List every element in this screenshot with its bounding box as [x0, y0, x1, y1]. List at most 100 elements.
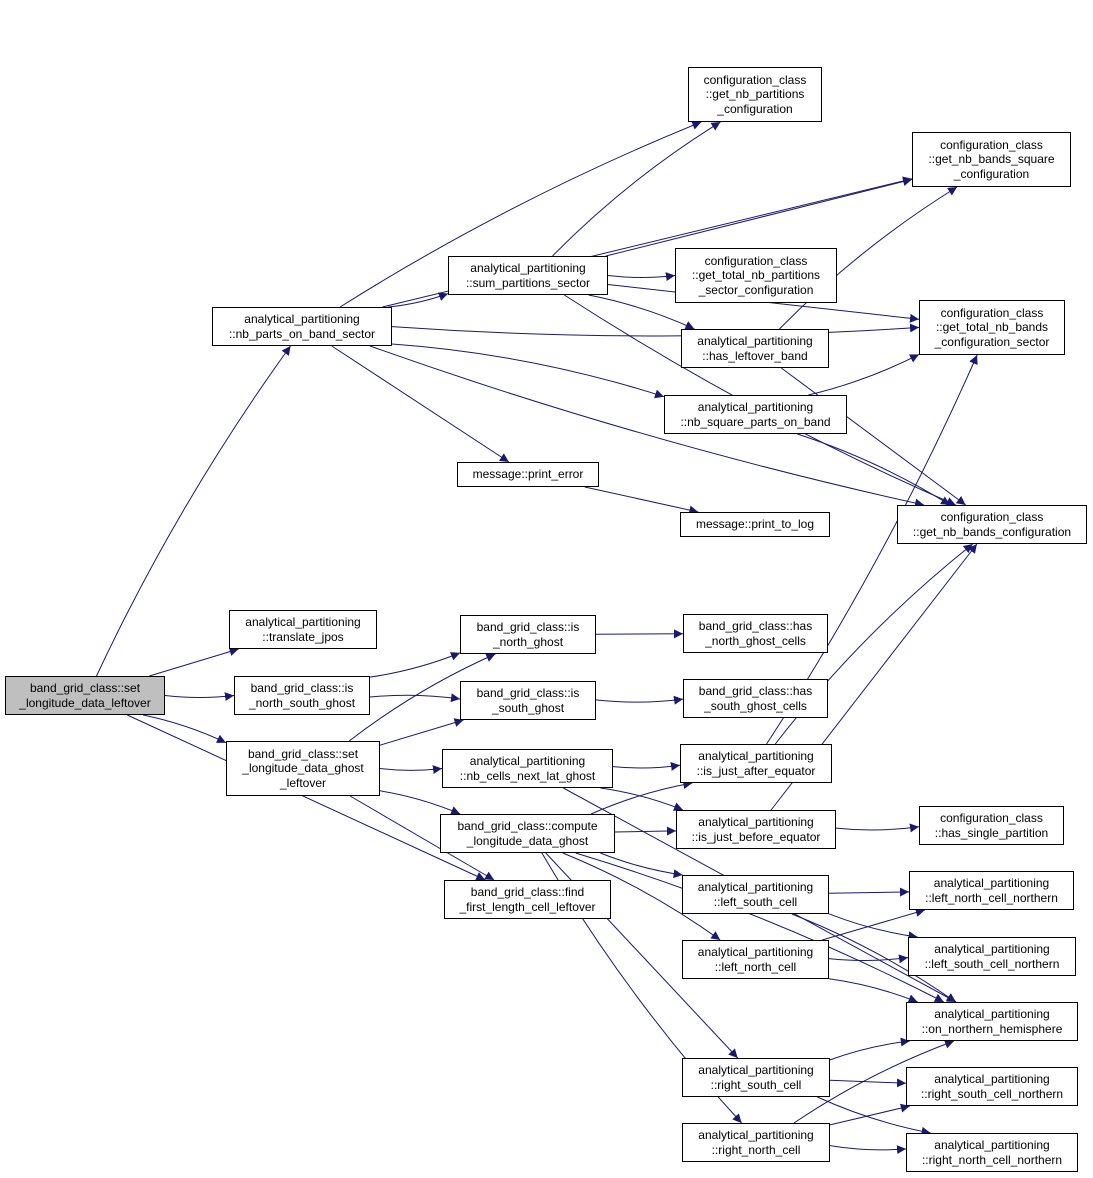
node-label-line: _configuration_sector: [934, 334, 1050, 349]
node-is-just-after-equator[interactable]: analytical_partitioning::is_just_after_e…: [680, 744, 832, 783]
node-get-total-nb-bands-configuration-sector[interactable]: configuration_class::get_total_nb_bands_…: [919, 300, 1065, 355]
node-get-nb-bands-square-configuration[interactable]: configuration_class::get_nb_bands_square…: [912, 132, 1071, 187]
node-label-line: _longitude_data_ghost: [242, 761, 364, 776]
node-label-line: ::right_south_cell: [710, 1077, 802, 1092]
edge-is_north_south_ghost-to-is_north_ghost: [369, 652, 461, 678]
edge-compute_longitude_data_ghost-to-is_just_after_equator: [590, 780, 693, 815]
edge-sum_partitions_sector-to-get_nb_partitions_configuration: [552, 121, 721, 257]
node-nb-parts-on-band-sector[interactable]: analytical_partitioning::nb_parts_on_ban…: [212, 307, 392, 346]
node-label-line: analytical_partitioning: [245, 615, 361, 629]
node-label-line: ::nb_cells_next_lat_ghost: [459, 768, 596, 783]
node-left-north-cell[interactable]: analytical_partitioning::left_north_cell: [682, 940, 829, 979]
node-label-line: analytical_partitioning: [697, 400, 814, 414]
edge-nb_parts_on_band_sector-to-sum_partitions_sector: [388, 292, 449, 308]
node-label-line: ::left_south_cell_northern: [924, 956, 1060, 971]
node-right-south-cell-northern[interactable]: analytical_partitioning::right_south_cel…: [906, 1067, 1078, 1106]
node-compute-longitude-data-ghost[interactable]: band_grid_class::compute_longitude_data_…: [440, 814, 615, 853]
node-translate-jpos[interactable]: analytical_partitioning::translate_jpos: [229, 610, 377, 649]
node-label-line: configuration_class: [940, 811, 1043, 825]
node-has-single-partition[interactable]: configuration_class::has_single_partitio…: [919, 806, 1064, 845]
edge-compute_longitude_data_ghost-to-on_northern_hemisphere: [575, 852, 945, 1003]
node-get-nb-partitions-configuration[interactable]: configuration_class::get_nb_partitions_c…: [688, 67, 822, 122]
node-label-line: _south_ghost: [491, 700, 565, 715]
node-label-line: analytical_partitioning: [698, 749, 814, 763]
node-label-line: ::get_nb_bands_configuration: [912, 524, 1072, 539]
node-label-line: _configuration: [953, 166, 1030, 181]
node-label-line: analytical_partitioning: [470, 261, 586, 275]
node-print-to-log[interactable]: message::print_to_log: [680, 512, 830, 537]
node-is-south-ghost[interactable]: band_grid_class::is_south_ghost: [460, 681, 596, 720]
edge-set_longitude_data_ghost_leftover-to-find_first_length_cell_leftover: [349, 795, 495, 881]
node-label-line: analytical_partitioning: [934, 1007, 1050, 1021]
node-left-north-cell-northern[interactable]: analytical_partitioning::left_north_cell…: [909, 871, 1074, 910]
node-label-line: _longitude_data_ghost: [466, 833, 589, 848]
node-sum-partitions-sector[interactable]: analytical_partitioning::sum_partitions_…: [448, 256, 608, 295]
node-label-line: ::get_total_nb_bands: [935, 320, 1049, 335]
node-label-line: _first_length_cell_leftover: [459, 899, 596, 914]
node-label-line: analytical_partitioning: [933, 876, 1050, 890]
node-label-line: ::is_just_before_equator: [691, 829, 821, 844]
node-set-longitude-data-ghost-leftover[interactable]: band_grid_class::set_longitude_data_ghos…: [226, 741, 380, 796]
node-right-north-cell-northern[interactable]: analytical_partitioning::right_north_cel…: [906, 1133, 1078, 1172]
node-label-line: _longitude_data_leftover: [19, 695, 151, 710]
edge-left_south_cell-to-left_south_cell_northern: [828, 913, 918, 941]
edge-root-to-nb_parts_on_band_sector: [96, 345, 291, 677]
edge-nb_square_parts_on_band-to-get_nb_bands_configuration: [797, 433, 951, 506]
node-label-line: analytical_partitioning: [697, 880, 814, 894]
node-label-line: ::get_nb_bands_square: [928, 152, 1055, 167]
node-label-line: band_grid_class::is: [476, 686, 580, 700]
edge-is_just_before_equator-to-has_single_partition: [835, 823, 920, 833]
edge-set_longitude_data_ghost_leftover-to-compute_longitude_data_ghost: [379, 790, 461, 815]
node-band-grid-set-longitude-data-leftover[interactable]: band_grid_class::set_longitude_data_left…: [5, 676, 165, 715]
node-nb-cells-next-lat-ghost[interactable]: analytical_partitioning::nb_cells_next_l…: [442, 749, 613, 788]
node-label-line: ::sum_partitions_sector: [465, 275, 591, 290]
node-print-error[interactable]: message::print_error: [457, 462, 599, 487]
node-nb-square-parts-on-band[interactable]: analytical_partitioning::nb_square_parts…: [664, 395, 847, 434]
edge-right_south_cell-to-right_south_cell_northern: [829, 1078, 907, 1088]
node-label-line: ::left_north_cell_northern: [925, 890, 1058, 905]
node-left-south-cell-northern[interactable]: analytical_partitioning::left_south_cell…: [908, 937, 1076, 976]
node-label-line: analytical_partitioning: [698, 1063, 814, 1077]
node-label-line: ::is_just_after_equator: [696, 763, 816, 778]
edge-root-to-set_longitude_data_ghost_leftover: [143, 714, 227, 744]
node-has-leftover-band[interactable]: analytical_partitioning::has_leftover_ba…: [681, 329, 829, 368]
edge-nb_parts_on_band_sector-to-get_nb_bands_configuration: [369, 345, 925, 508]
node-label-line: _configuration: [717, 101, 793, 116]
node-has-south-ghost-cells[interactable]: band_grid_class::has_south_ghost_cells: [683, 679, 828, 718]
node-on-northern-hemisphere[interactable]: analytical_partitioning::on_northern_hem…: [906, 1002, 1078, 1041]
node-is-north-ghost[interactable]: band_grid_class::is_north_ghost: [460, 615, 596, 654]
node-label-line: configuration_class: [940, 137, 1043, 152]
node-label-line: analytical_partitioning: [934, 1072, 1050, 1086]
node-is-north-south-ghost[interactable]: band_grid_class::is_north_south_ghost: [234, 676, 370, 715]
node-label-line: band_grid_class::compute: [457, 819, 598, 833]
edge-compute_longitude_data_ghost-to-right_south_cell: [545, 852, 739, 1059]
node-label-line: ::right_north_cell_northern: [921, 1152, 1063, 1167]
node-right-south-cell[interactable]: analytical_partitioning::right_south_cel…: [682, 1058, 830, 1097]
node-label-line: ::right_south_cell_northern: [920, 1086, 1064, 1101]
node-is-just-before-equator[interactable]: analytical_partitioning::is_just_before_…: [676, 810, 836, 849]
node-right-north-cell[interactable]: analytical_partitioning::right_north_cel…: [682, 1123, 830, 1162]
node-label-line: message::print_error: [472, 467, 584, 482]
node-label-line: analytical_partitioning: [697, 945, 814, 959]
node-label-line: ::has_leftover_band: [702, 348, 808, 363]
node-label-line: analytical_partitioning: [697, 334, 813, 348]
node-label-line: ::left_north_cell: [714, 959, 797, 974]
node-label-line: band_grid_class::set: [29, 681, 141, 695]
node-label-line: configuration_class: [940, 510, 1044, 524]
node-has-north-ghost-cells[interactable]: band_grid_class::has_north_ghost_cells: [683, 614, 828, 653]
edge-nb_parts_on_band_sector-to-get_nb_partitions_configuration: [339, 121, 702, 308]
edge-set_longitude_data_ghost_leftover-to-nb_cells_next_lat_ghost: [379, 765, 443, 775]
node-label-line: analytical_partitioning: [934, 942, 1050, 956]
node-get-nb-bands-configuration[interactable]: configuration_class::get_nb_bands_config…: [897, 505, 1087, 544]
node-get-total-nb-partitions-sector-configuration[interactable]: configuration_class::get_total_nb_partit…: [675, 248, 837, 303]
edge-right_north_cell-to-right_south_cell_northern: [829, 1103, 910, 1126]
node-label-line: band_grid_class::has: [698, 619, 813, 633]
edge-sum_partitions_sector-to-get_total_nb_partitions_sector_configuration: [607, 272, 676, 282]
node-label-line: analytical_partitioning: [698, 1128, 814, 1142]
edge-nb_parts_on_band_sector-to-nb_square_parts_on_band: [391, 343, 665, 399]
node-label-line: band_grid_class::is: [250, 681, 354, 695]
node-find-first-length-cell-leftover[interactable]: band_grid_class::find_first_length_cell_…: [444, 880, 611, 919]
node-left-south-cell[interactable]: analytical_partitioning::left_south_cell: [682, 875, 829, 914]
node-label-line: analytical_partitioning: [244, 312, 360, 326]
